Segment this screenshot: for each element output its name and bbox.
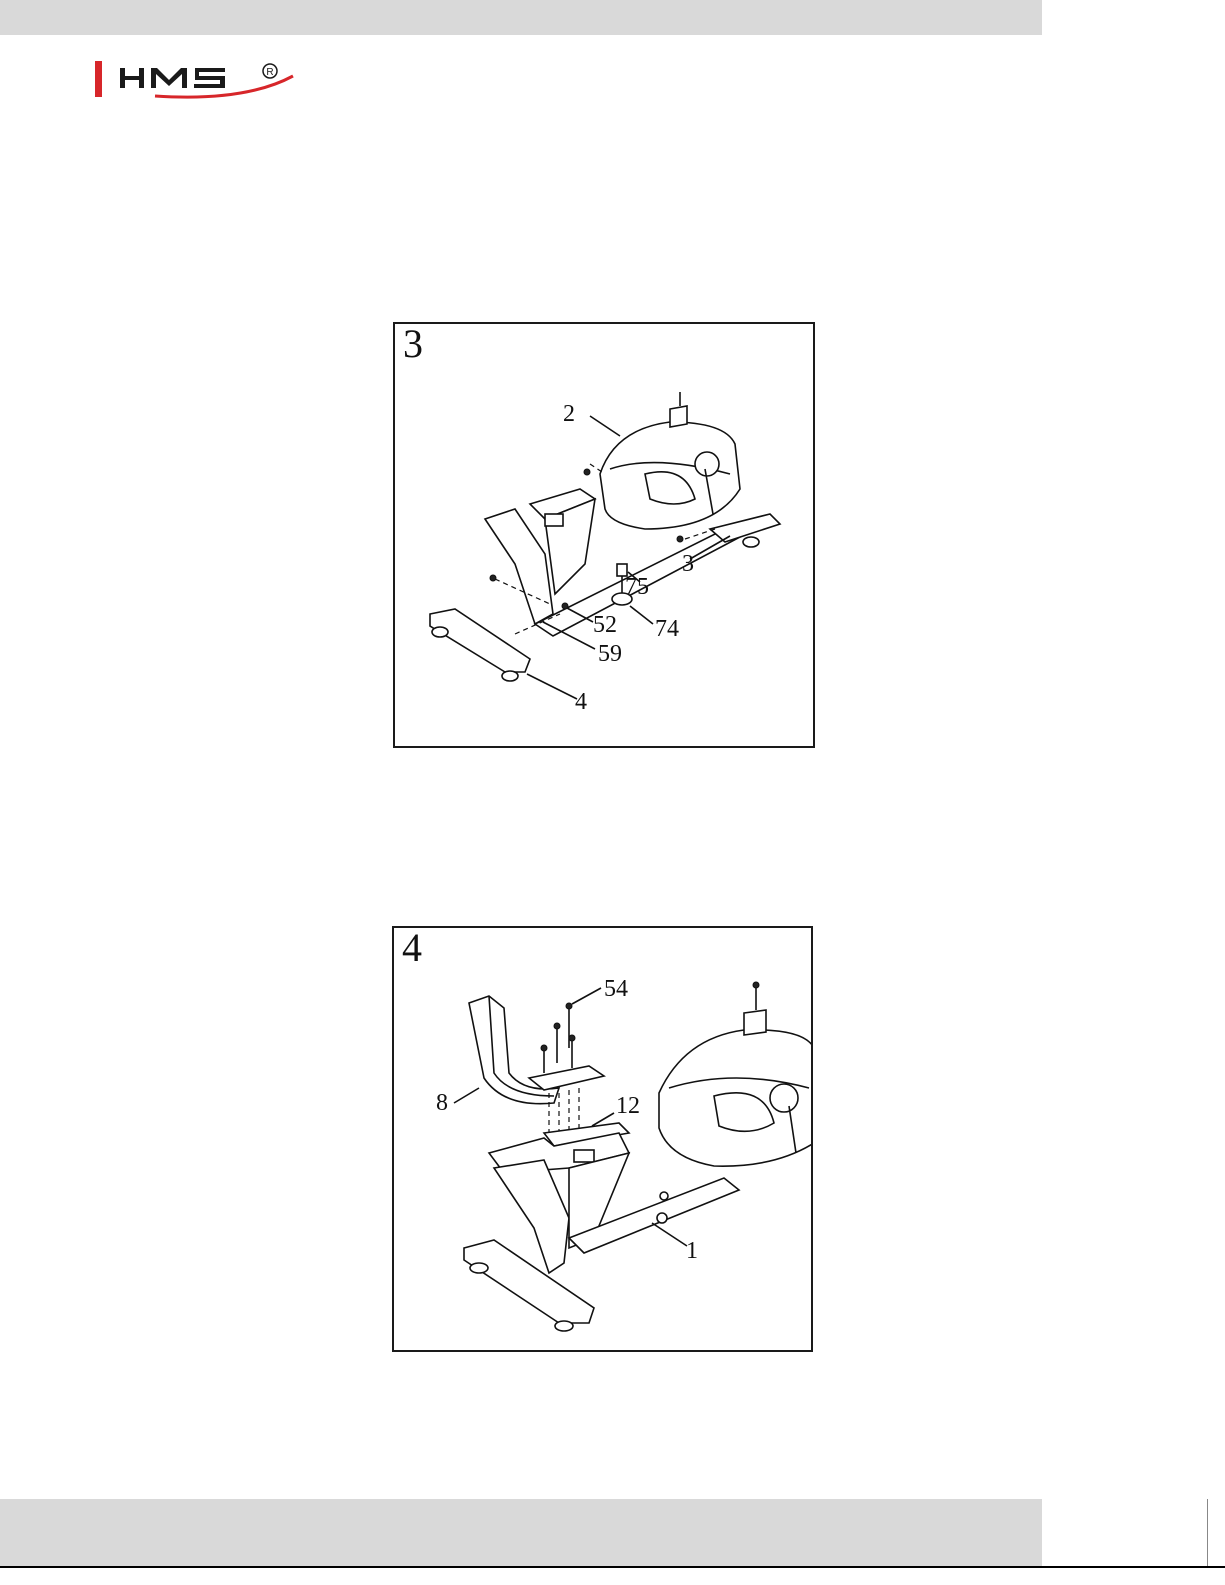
- assembly-drawing-step-3: 2 3 75 74 52 59 4: [395, 324, 813, 746]
- header-bar: [0, 0, 1042, 35]
- callout-label: 4: [575, 689, 587, 715]
- callout-label: 59: [598, 641, 622, 667]
- hms-logo: R: [95, 58, 305, 100]
- assembly-figure-step-4: 4: [392, 926, 813, 1352]
- callout-label: 74: [655, 616, 679, 642]
- callout-label: 8: [436, 1090, 448, 1116]
- callout-label: 75: [625, 574, 649, 600]
- footer-rule: [0, 1566, 1225, 1568]
- assembly-figure-step-3: 3: [393, 322, 815, 748]
- registered-mark: R: [266, 67, 273, 78]
- hms-logo-mark: R: [95, 58, 305, 100]
- callout-label: 12: [616, 1093, 640, 1119]
- callout-label: 52: [593, 612, 617, 638]
- callout-label: 3: [682, 551, 694, 577]
- callout-label: 54: [604, 976, 628, 1002]
- footer-divider: [1207, 1499, 1208, 1566]
- callout-label: 1: [686, 1238, 698, 1264]
- footer-bar: [0, 1499, 1042, 1566]
- assembly-drawing-step-4: 54 8 12 1: [394, 928, 811, 1350]
- callout-label: 2: [563, 401, 575, 427]
